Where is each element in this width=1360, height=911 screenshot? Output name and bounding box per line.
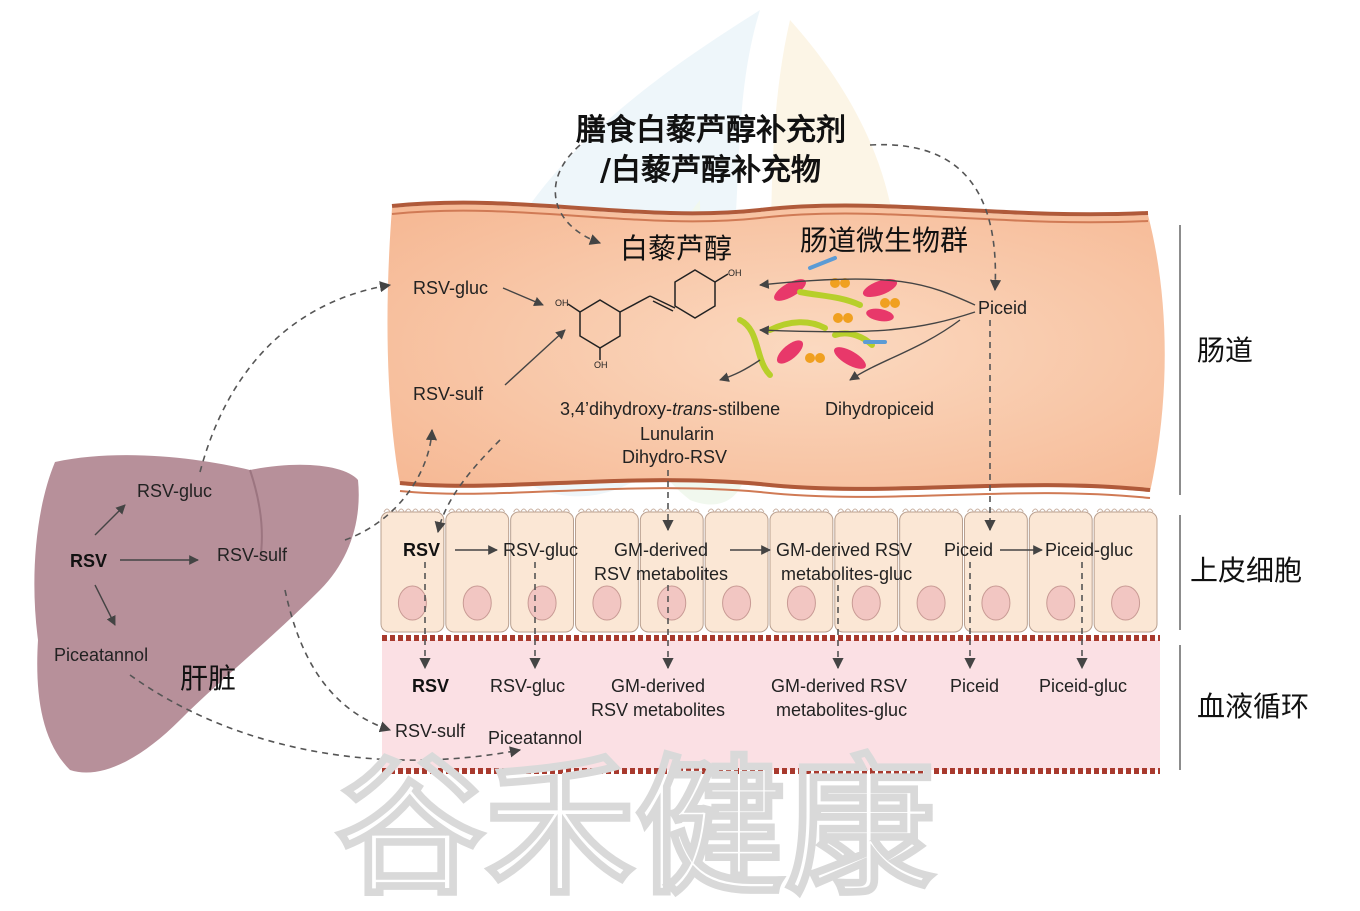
liver-rsv-sulf: RSV-sulf xyxy=(217,545,288,565)
cell-nucleus xyxy=(851,585,881,621)
cell-nucleus xyxy=(657,585,687,621)
epi-gm-line2: RSV metabolites xyxy=(594,564,728,584)
microvilli xyxy=(707,508,765,513)
gut-piceid: Piceid xyxy=(978,298,1027,318)
gut-region xyxy=(387,200,1165,499)
epi-gmg-line2: metabolites-gluc xyxy=(781,564,912,584)
cell-nucleus xyxy=(722,585,752,621)
epi-piceid-gluc: Piceid-gluc xyxy=(1045,540,1133,560)
blood-rsv-gluc: RSV-gluc xyxy=(490,676,565,696)
gut-resveratrol-label: 白藜芦醇 xyxy=(620,232,732,265)
microvilli xyxy=(837,508,895,513)
region-label-gut: 肠道 xyxy=(1197,334,1253,367)
microbiota-bacteria xyxy=(737,256,900,378)
microvilli xyxy=(772,508,830,513)
cell-nucleus xyxy=(527,585,557,621)
molecule-oh-top: OH xyxy=(728,268,742,278)
microvilli xyxy=(513,508,570,513)
liver-label: 肝脏 xyxy=(180,662,236,695)
epi-gmg-line1: GM-derived RSV xyxy=(776,540,912,560)
cell-nucleus xyxy=(592,585,622,621)
epi-gm-line1: GM-derived xyxy=(614,540,708,560)
epi-rsv: RSV xyxy=(403,540,440,560)
microvilli xyxy=(448,508,506,513)
microvilli xyxy=(1096,508,1154,513)
gut-arrows xyxy=(502,143,1002,532)
cell-nucleus xyxy=(981,585,1011,621)
epithelial-cell xyxy=(1093,511,1158,633)
microvilli xyxy=(967,508,1024,513)
microvilli xyxy=(902,508,959,513)
liver-piceatannol: Piceatannol xyxy=(54,645,148,665)
blood-rsv-sulf: RSV-sulf xyxy=(395,721,466,741)
liver-shape xyxy=(34,455,359,773)
gut-dihydropiceid: Dihydropiceid xyxy=(825,399,934,419)
gut-metabolite-dihydro-rsv: Dihydro-RSV xyxy=(622,447,727,467)
cell-nucleus xyxy=(786,585,816,621)
liver-rsv: RSV xyxy=(70,551,107,571)
region-label-blood: 血液循环 xyxy=(1197,690,1309,723)
cell-nucleus xyxy=(397,585,427,621)
epithelium-region xyxy=(380,508,1158,633)
microvilli xyxy=(1031,508,1089,513)
epi-piceid: Piceid xyxy=(944,540,993,560)
molecule-oh-bottom: OH xyxy=(594,360,608,370)
gut-microbiota-label: 肠道微生物群 xyxy=(800,224,968,257)
cell-nucleus xyxy=(462,585,492,621)
blood-rsv: RSV xyxy=(412,676,449,696)
title-line-2: /白藜芦醇补充物 xyxy=(600,153,821,188)
blood-piceid: Piceid xyxy=(950,676,999,696)
cell-nucleus xyxy=(916,585,946,621)
blood-piceatannol: Piceatannol xyxy=(488,728,582,748)
gut-rsv-sulf: RSV-sulf xyxy=(413,384,484,404)
cell-nucleus xyxy=(1111,585,1141,621)
blood-gm-line1: GM-derived xyxy=(611,676,705,696)
resveratrol-molecule xyxy=(567,269,729,360)
molecule-oh-left: OH xyxy=(555,298,569,308)
region-label-epithelium: 上皮细胞 xyxy=(1190,554,1302,587)
blood-gmg-line1: GM-derived RSV xyxy=(771,676,907,696)
gut-metabolite-lunularin: Lunularin xyxy=(640,424,714,444)
gut-metabolite-stilbene: 3,4’dihydroxy-trans-stilbene xyxy=(560,399,780,419)
liver-arrows xyxy=(94,281,522,761)
watermark-text: 谷禾健康 xyxy=(335,742,935,907)
blood-gm-line2: RSV metabolites xyxy=(591,700,725,720)
title-line-1: 膳食白藜芦醇补充剂 xyxy=(576,113,846,148)
cell-nucleus xyxy=(1046,585,1076,621)
epi-rsv-gluc: RSV-gluc xyxy=(503,540,578,560)
gut-rsv-gluc: RSV-gluc xyxy=(413,278,488,298)
microvilli xyxy=(578,508,635,513)
transport-arrows xyxy=(419,562,1088,670)
liver-rsv-gluc: RSV-gluc xyxy=(137,481,212,501)
blood-piceid-gluc: Piceid-gluc xyxy=(1039,676,1127,696)
blood-gmg-line2: metabolites-gluc xyxy=(776,700,907,720)
